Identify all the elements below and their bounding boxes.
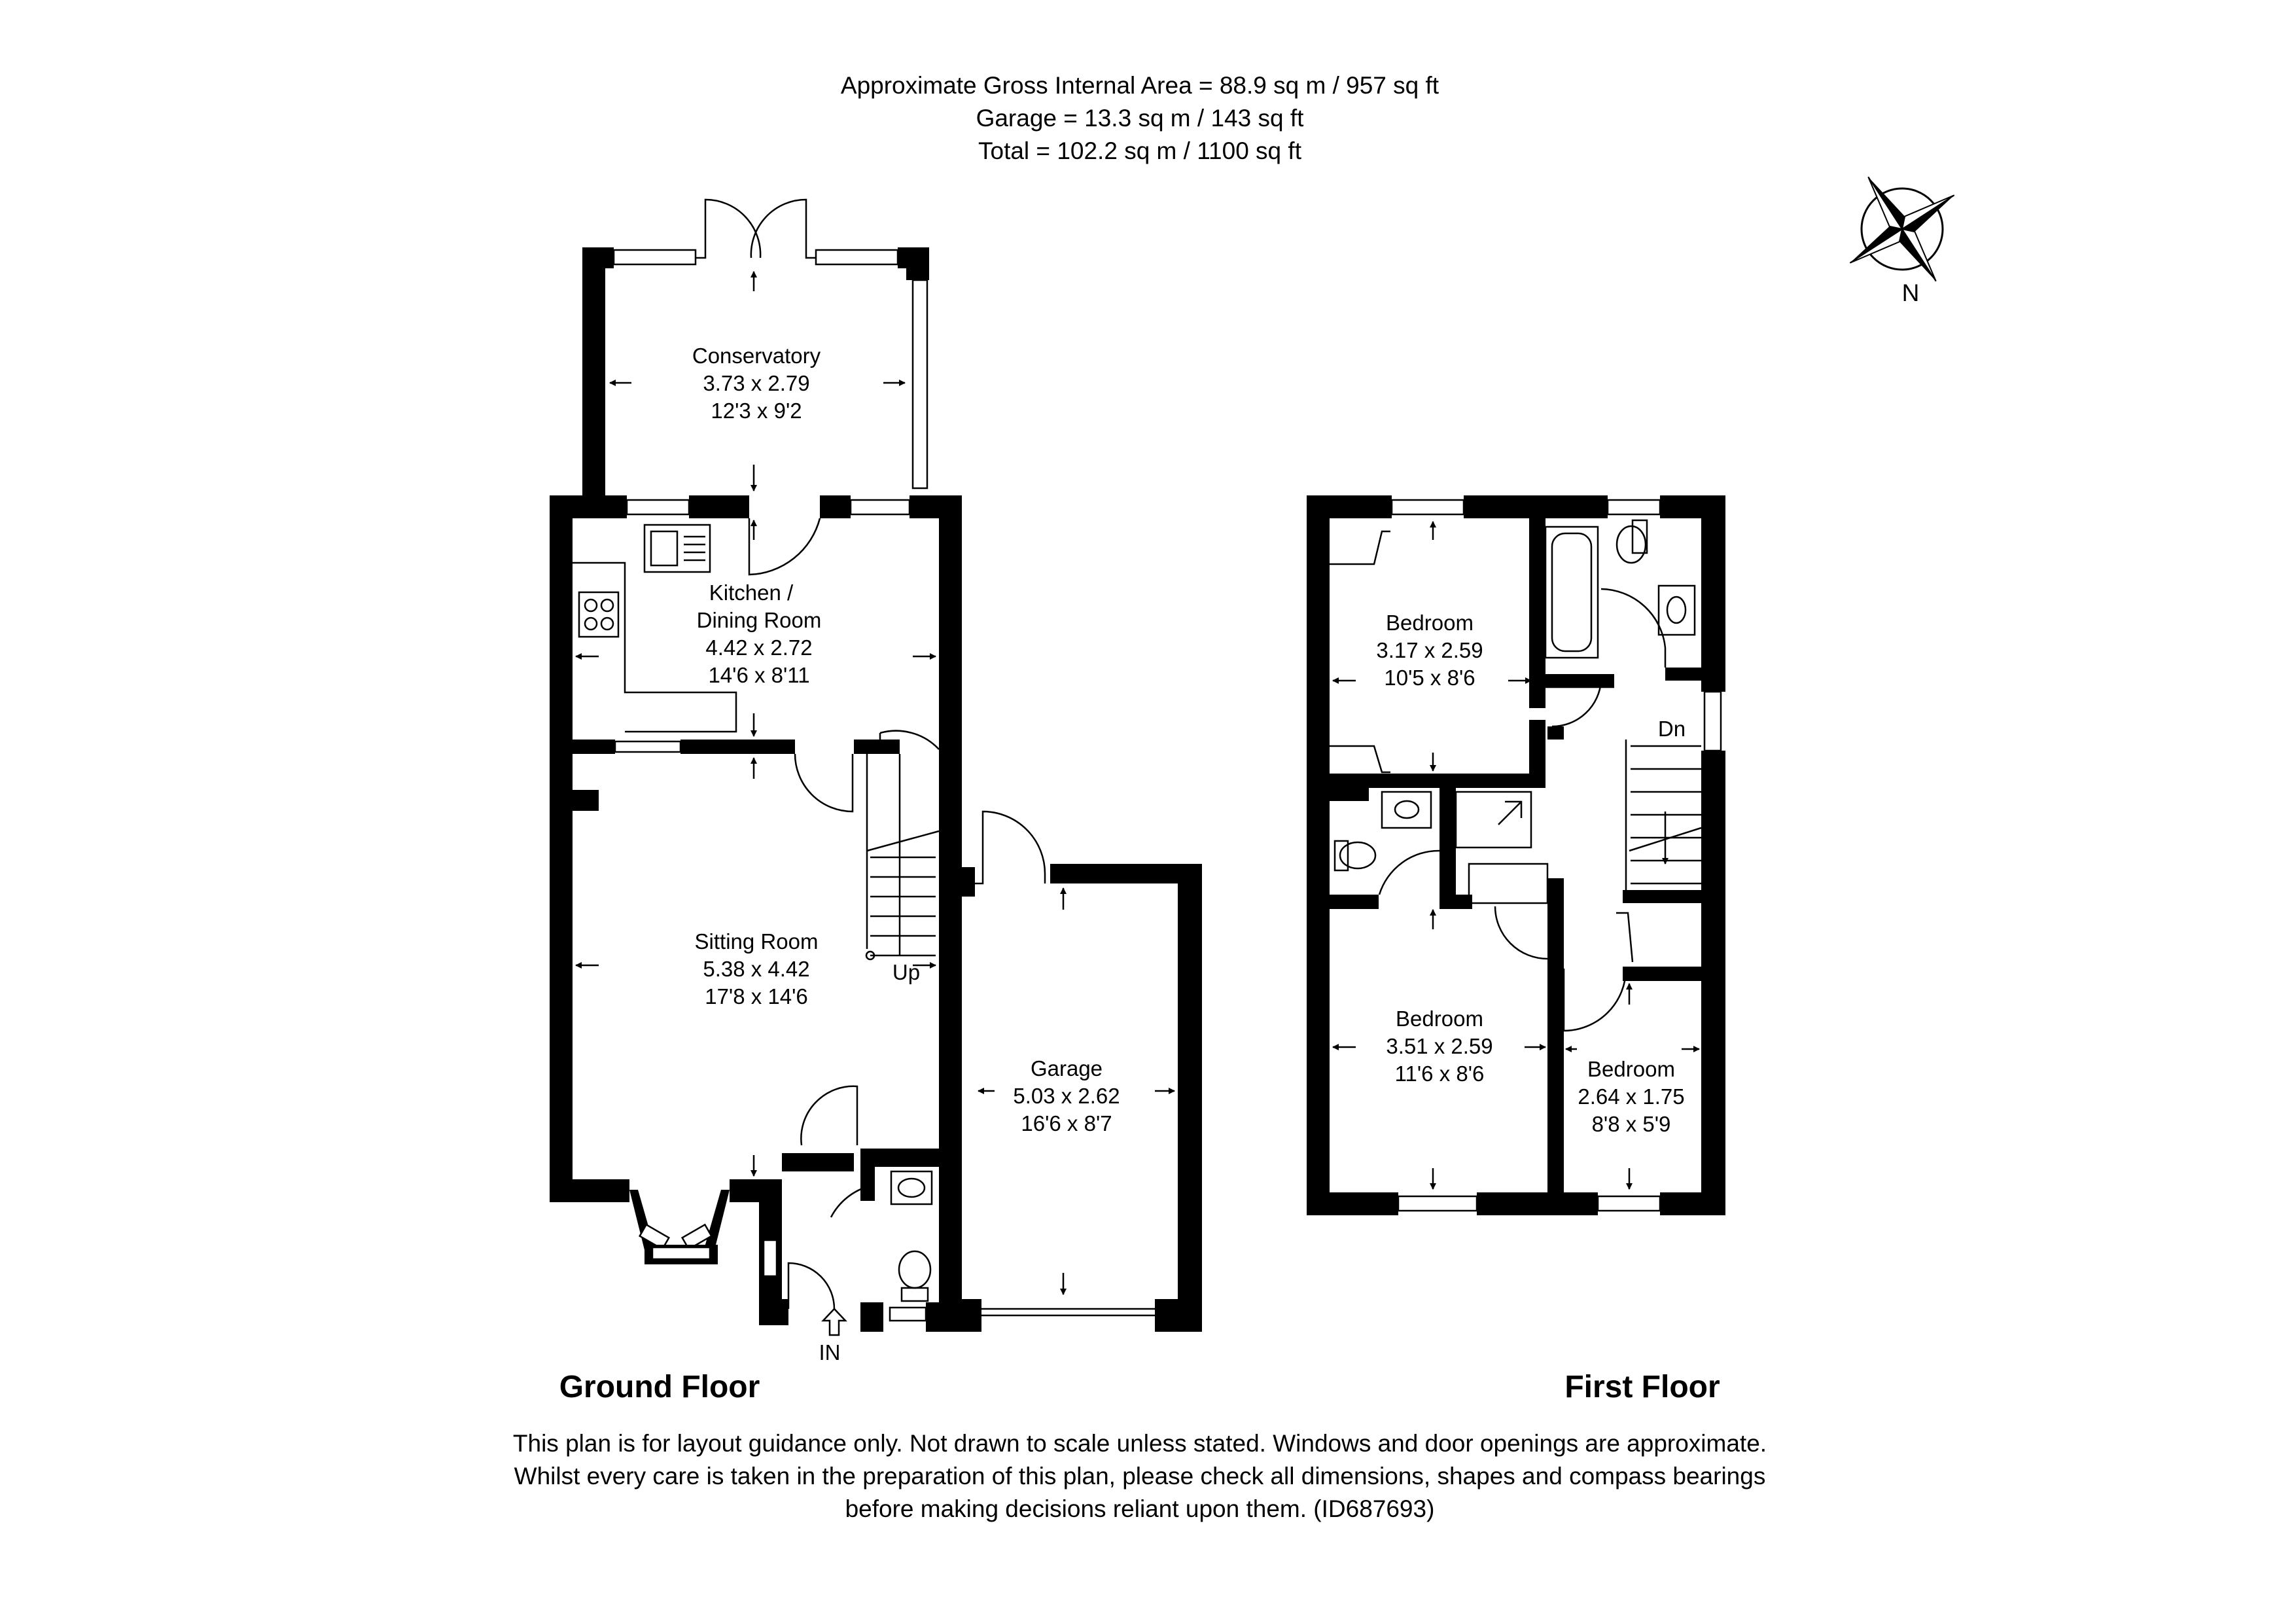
room-metric: 3.17 x 2.59 [1376, 638, 1483, 662]
room-metric: 5.38 x 4.42 [703, 957, 809, 981]
room-label-garage: Garage 5.03 x 2.62 16'6 x 8'7 [1013, 1056, 1120, 1135]
disclaimer-line-2: Whilst every care is taken in the prepar… [514, 1463, 1766, 1489]
room-name: Garage [1031, 1056, 1103, 1080]
compass-rose-icon [1849, 176, 1955, 282]
basin-icon [890, 1170, 933, 1205]
room-imperial: 8'8 x 5'9 [1592, 1112, 1671, 1136]
room-name: Bedroom [1396, 1007, 1483, 1031]
room-label-conservatory: Conservatory 3.73 x 2.79 12'3 x 9'2 [692, 344, 821, 423]
room-metric: 4.42 x 2.72 [705, 635, 812, 660]
room-imperial: 17'8 x 14'6 [705, 984, 808, 1008]
first-floor-dimension-arrows [1332, 521, 1700, 1190]
room-metric: 2.64 x 1.75 [1578, 1084, 1684, 1109]
first-floor-title: First Floor [1564, 1370, 1720, 1404]
disclaimer-line-1: This plan is for layout guidance only. N… [513, 1430, 1767, 1457]
stairs-down-label: Dn [1658, 717, 1686, 741]
area-summary: Approximate Gross Internal Area = 88.9 s… [841, 72, 1439, 164]
hob-icon [578, 591, 620, 638]
entrance-arrow-icon [821, 1308, 847, 1336]
room-name: Sitting Room [695, 929, 819, 954]
room-metric: 3.73 x 2.79 [703, 371, 809, 395]
garage-area: Garage = 13.3 sq m / 143 sq ft [976, 105, 1305, 132]
disclaimer-line-3: before making decisions reliant upon the… [845, 1495, 1435, 1522]
wc-icon [898, 1250, 932, 1302]
gross-internal-area: Approximate Gross Internal Area = 88.9 s… [841, 72, 1439, 99]
room-name-line2: Dining Room [697, 608, 822, 632]
room-label-bedroom-3: Bedroom 2.64 x 1.75 8'8 x 5'9 [1578, 1057, 1684, 1136]
room-name: Conservatory [692, 344, 821, 368]
room-imperial: 14'6 x 8'11 [708, 663, 809, 687]
room-label-bedroom-1: Bedroom 3.17 x 2.59 10'5 x 8'6 [1376, 611, 1483, 690]
room-imperial: 12'3 x 9'2 [711, 399, 802, 423]
first-floor-plan [1307, 495, 1725, 1215]
disclaimer: This plan is for layout guidance only. N… [513, 1430, 1767, 1522]
stairs-up-label: Up [892, 960, 920, 984]
ground-floor-title: Ground Floor [559, 1370, 760, 1404]
total-area: Total = 102.2 sq m / 1100 sq ft [978, 137, 1302, 164]
room-imperial: 16'6 x 8'7 [1021, 1111, 1112, 1135]
room-metric: 5.03 x 2.62 [1013, 1084, 1120, 1108]
ground-floor-dimension-arrows [575, 271, 1175, 1295]
room-name: Bedroom [1386, 611, 1474, 635]
room-imperial: 10'5 x 8'6 [1384, 666, 1475, 690]
compass-north-label: N [1902, 279, 1920, 306]
room-label-kitchen: Kitchen / Dining Room 4.42 x 2.72 14'6 x… [697, 580, 822, 687]
ground-floor-plan: IN [550, 198, 1202, 1364]
entrance-label: IN [819, 1340, 841, 1364]
room-metric: 3.51 x 2.59 [1386, 1034, 1492, 1058]
room-name-line1: Kitchen / [709, 580, 794, 605]
room-label-bedroom-2: Bedroom 3.51 x 2.59 11'6 x 8'6 [1386, 1007, 1492, 1086]
room-name: Bedroom [1587, 1057, 1675, 1081]
room-imperial: 11'6 x 8'6 [1395, 1061, 1485, 1086]
room-label-sitting-room: Sitting Room 5.38 x 4.42 17'8 x 14'6 [695, 929, 819, 1008]
